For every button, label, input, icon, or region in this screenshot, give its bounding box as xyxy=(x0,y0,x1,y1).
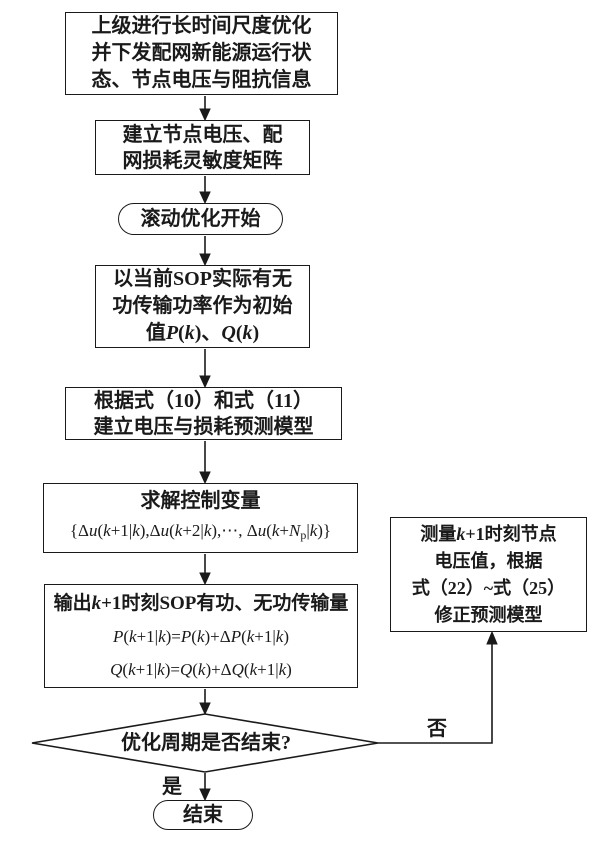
arrowhead-to-decision xyxy=(199,702,211,716)
node-init-values-text: 以当前SOP实际有无功传输功率作为初始值P(k)、Q(k) xyxy=(112,268,293,344)
arrowhead-to-output xyxy=(199,572,211,586)
node-rolling-optimization-start-text: 滚动优化开始 xyxy=(140,207,261,230)
node-solve-control-variables: 求解控制变量{Δu(k+1|k),Δu(k+2|k),⋯, Δu(k+Np|k)… xyxy=(43,483,358,553)
node-rolling-optimization-start: 滚动优化开始 xyxy=(118,203,283,235)
arrowhead-to-init xyxy=(199,253,211,267)
connector-no-branch xyxy=(378,644,493,744)
node-measure-correct-model: 测量k+1时刻节点电压值，根据式（22）~式（25）修正预测模型 xyxy=(390,517,587,632)
node-optimization-period-end: 优化周期是否结束? xyxy=(60,714,352,772)
arrowhead-to-end xyxy=(199,788,211,802)
node-build-prediction-model-text: 根据式（10）和式（11）建立电压与损耗预测模型 xyxy=(93,389,314,438)
node-upper-level-dispatch-text: 上级进行长时间尺度优化并下发配网新能源运行状态、节点电压与阻抗信息 xyxy=(91,15,312,91)
node-solve-control-variables-text: 求解控制变量{Δu(k+1|k),Δu(k+2|k),⋯, Δu(k+Np|k)… xyxy=(69,490,332,542)
node-end: 结束 xyxy=(153,800,253,830)
node-build-sensitivity-matrix: 建立节点电压、配网损耗灵敏度矩阵 xyxy=(95,120,310,175)
no-branch-label: 否 xyxy=(427,718,447,740)
node-measure-correct-model-text: 测量k+1时刻节点电压值，根据式（22）~式（25）修正预测模型 xyxy=(411,523,566,625)
node-build-prediction-model: 根据式（10）和式（11）建立电压与损耗预测模型 xyxy=(65,387,342,440)
node-end-text: 结束 xyxy=(183,803,223,826)
arrowhead-to-start xyxy=(199,191,211,205)
yes-branch-label: 是 xyxy=(162,776,182,798)
arrowhead-to-measure xyxy=(486,630,498,645)
arrowhead-to-matrix xyxy=(199,108,211,122)
arrowhead-to-model xyxy=(199,375,211,389)
node-build-sensitivity-matrix-text: 建立节点电压、配网损耗灵敏度矩阵 xyxy=(122,123,283,172)
node-upper-level-dispatch: 上级进行长时间尺度优化并下发配网新能源运行状态、节点电压与阻抗信息 xyxy=(65,12,338,95)
decision-diamond-shape xyxy=(31,713,379,773)
arrowhead-to-solve xyxy=(199,471,211,485)
node-optimization-period-end-text: 优化周期是否结束? xyxy=(121,731,291,754)
node-init-values: 以当前SOP实际有无功传输功率作为初始值P(k)、Q(k) xyxy=(95,265,310,348)
